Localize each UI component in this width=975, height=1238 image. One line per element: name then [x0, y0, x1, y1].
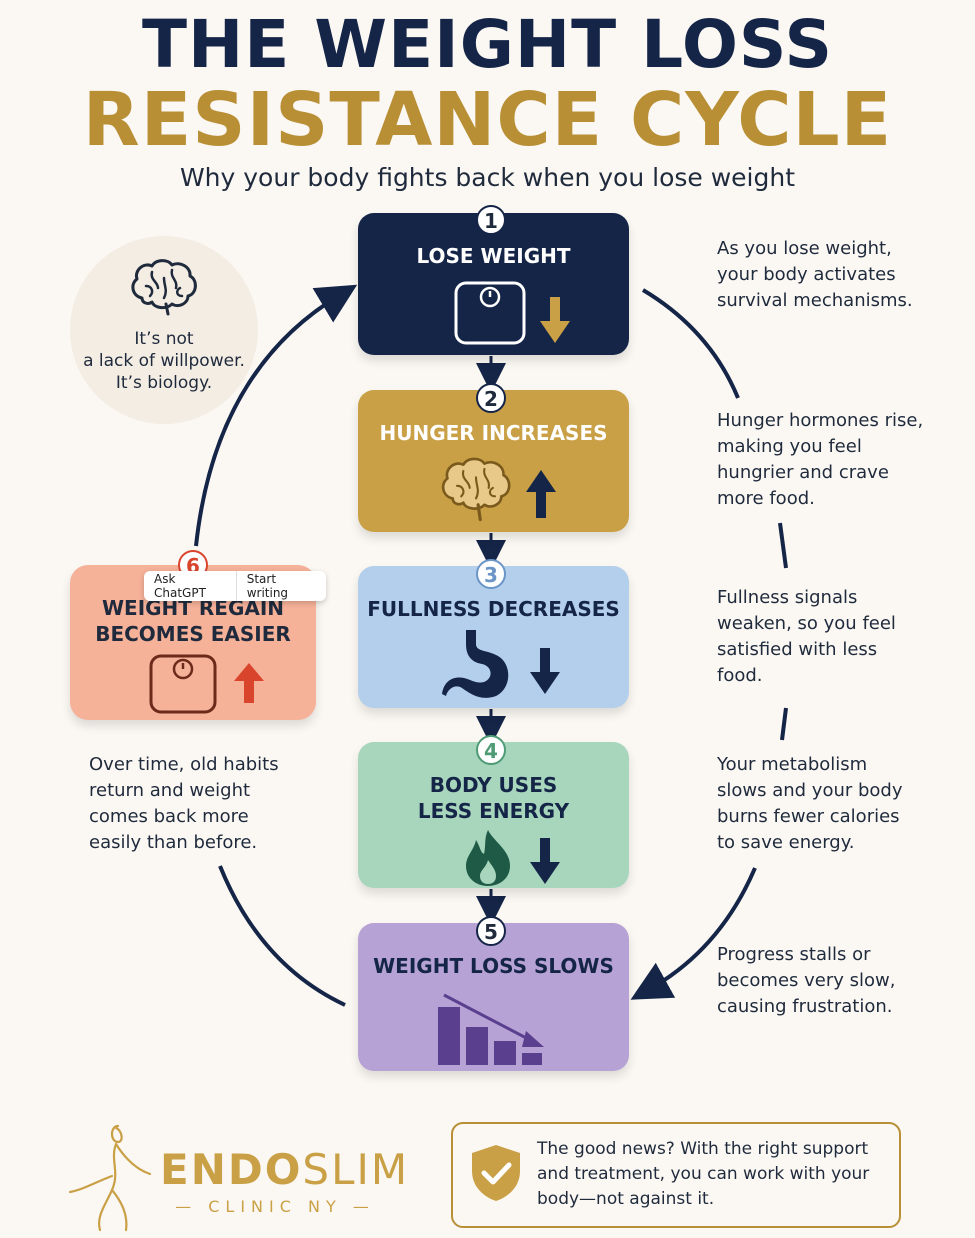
arrow-up-icon [234, 663, 264, 703]
biology-callout-text: It’s not a lack of willpower. It’s biolo… [70, 328, 258, 394]
ask-chatgpt-button[interactable]: Ask ChatGPT [154, 572, 206, 600]
step-body-uses-less-energy: BODY USES LESS ENERGY [358, 742, 629, 888]
step-label: BECOMES EASIER [95, 622, 291, 646]
step-label: LESS ENERGY [417, 799, 570, 823]
note-line: causing frustration. [717, 996, 893, 1017]
logo-subtitle: — CLINIC NY — [175, 1197, 375, 1216]
note-line: slows and your body [717, 780, 903, 801]
note-line: burns fewer calories [717, 806, 900, 827]
note-line: return and weight [89, 780, 251, 801]
title-line-1: THE WEIGHT LOSS [141, 6, 834, 83]
step-fullness-decreases: FULLNESS DECREASES [358, 566, 629, 708]
brain-icon [131, 259, 197, 316]
callout-line: It’s not [134, 329, 194, 349]
logo-figure-icon [68, 1124, 152, 1232]
note-line: more food. [717, 488, 815, 509]
step-number: 2 [476, 383, 506, 413]
good-news-box [451, 1122, 901, 1228]
step-label: WEIGHT LOSS SLOWS [373, 954, 614, 978]
arrow-down-icon [540, 297, 570, 343]
step-label: BODY USES [429, 773, 558, 797]
note-line: Hunger hormones rise, [717, 410, 924, 431]
stomach-icon [442, 630, 509, 698]
tooltip-divider [235, 571, 237, 601]
note-fullness: Fullness signals weaken, so you feel sat… [717, 585, 896, 689]
logo-wordmark: ENDOSLIM [160, 1145, 409, 1194]
note-line: weaken, so you feel [717, 613, 896, 634]
scale-icon [149, 654, 217, 714]
note-line: becomes very slow, [717, 970, 896, 991]
step-number: 4 [476, 735, 506, 765]
scale-icon [454, 281, 526, 345]
note-line: survival mechanisms. [717, 290, 913, 311]
step-number: 5 [476, 916, 506, 946]
note-line: As you lose weight, [717, 238, 892, 259]
note-line: making you feel [717, 436, 862, 457]
note-line: hungrier and crave [717, 462, 889, 483]
note-line: to save energy. [717, 832, 855, 853]
good-news-text: The good news? With the right support an… [537, 1137, 887, 1212]
selection-tooltip: Ask ChatGPT Start writing [144, 571, 326, 601]
shield-check-icon [472, 1145, 520, 1201]
note-line: satisfied with less [717, 639, 878, 660]
step-weight-loss-slows: WEIGHT LOSS SLOWS [358, 923, 629, 1071]
callout-line: It’s biology. [115, 373, 213, 393]
step-label: HUNGER INCREASES [379, 421, 608, 445]
step-label: LOSE WEIGHT [416, 244, 571, 268]
note-lose-weight: As you lose weight, your body activates … [717, 236, 913, 314]
step-hunger-increases: HUNGER INCREASES [358, 390, 629, 532]
callout-line: a lack of willpower. [83, 351, 245, 371]
note-line: your body activates [717, 264, 896, 285]
note-hunger: Hunger hormones rise, making you feel hu… [717, 408, 923, 512]
note-line: comes back more [89, 806, 249, 827]
subtitle: Why your body fights back when you lose … [179, 163, 796, 192]
note-line: Your metabolism [717, 754, 868, 775]
note-line: easily than before. [89, 832, 258, 853]
logo-name-light: SLIM [302, 1145, 410, 1194]
logo-sub-text: CLINIC NY [208, 1197, 342, 1216]
note-line: Progress stalls or [717, 944, 871, 965]
arrow-down-icon [530, 648, 560, 694]
declining-bar-chart-icon [438, 993, 544, 1065]
note-line: Fullness signals [717, 587, 858, 608]
note-regain: Over time, old habits return and weight … [89, 752, 279, 856]
logo-name-bold: ENDO [160, 1145, 303, 1194]
good-news-line: and treatment, you can work with your [537, 1164, 870, 1184]
arrow-down-icon [530, 838, 560, 884]
good-news-line: body—not against it. [537, 1189, 715, 1209]
note-progress: Progress stalls or becomes very slow, ca… [717, 942, 895, 1020]
note-line: Over time, old habits [89, 754, 279, 775]
good-news-line: The good news? With the right support [537, 1139, 869, 1159]
arrow-up-icon [526, 470, 556, 518]
step-number: 1 [476, 205, 506, 235]
note-line: food. [717, 665, 763, 686]
brain-icon [441, 457, 511, 522]
start-writing-button[interactable]: Start writing [246, 572, 289, 600]
note-metabolism: Your metabolism slows and your body burn… [717, 752, 903, 856]
step-label: FULLNESS DECREASES [367, 597, 620, 621]
step-lose-weight: LOSE WEIGHT [358, 213, 629, 355]
biology-callout [70, 236, 258, 424]
title-line-2: RESISTANCE CYCLE [82, 77, 893, 163]
flame-icon [466, 830, 510, 886]
step-number: 3 [476, 559, 506, 589]
